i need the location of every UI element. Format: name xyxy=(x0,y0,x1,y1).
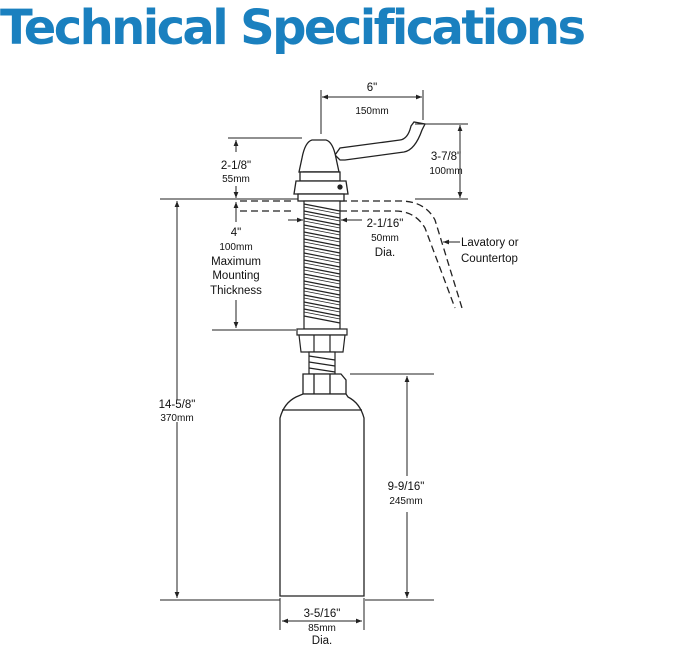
dispenser-head xyxy=(293,121,426,202)
max-mounting-line3: Thickness xyxy=(210,285,262,297)
spout-reach-metric: 150mm xyxy=(355,106,388,117)
max-mounting-line2: Mounting xyxy=(212,270,259,282)
threaded-shank xyxy=(296,200,348,375)
shank-diameter-note: Dia. xyxy=(375,247,395,259)
bottle-height-imperial: 9-9/16" xyxy=(388,481,425,493)
countertop-outline xyxy=(240,200,463,309)
spout-height-imperial: 3-7/8" xyxy=(431,151,461,163)
countertop-label-line1: Lavatory or xyxy=(461,237,519,249)
max-mounting-metric: 100mm xyxy=(219,242,252,253)
shank-diameter-metric: 50mm xyxy=(371,233,399,244)
overall-height-imperial: 14-5/8" xyxy=(159,399,196,411)
bottle-diameter-metric: 85mm xyxy=(308,623,336,634)
max-mounting-line1: Maximum xyxy=(211,256,261,268)
spout-height-metric: 100mm xyxy=(429,166,462,177)
head-height-metric: 55mm xyxy=(222,174,250,185)
bottle-height-metric: 245mm xyxy=(389,496,422,507)
spout-reach-imperial: 6" xyxy=(367,82,377,94)
bottle-diameter-note: Dia. xyxy=(312,635,332,647)
dimension-lines xyxy=(160,90,468,630)
page-title: Technical Specifications xyxy=(0,0,586,56)
countertop-label-line2: Countertop xyxy=(461,253,518,265)
soap-bottle xyxy=(279,373,365,597)
overall-height-metric: 370mm xyxy=(160,413,193,424)
head-height-imperial: 2-1/8" xyxy=(221,160,251,172)
max-mounting-imperial: 4" xyxy=(231,227,241,239)
shank-diameter-imperial: 2-1/16" xyxy=(367,218,404,230)
bottle-diameter-imperial: 3-5/16" xyxy=(304,608,341,620)
